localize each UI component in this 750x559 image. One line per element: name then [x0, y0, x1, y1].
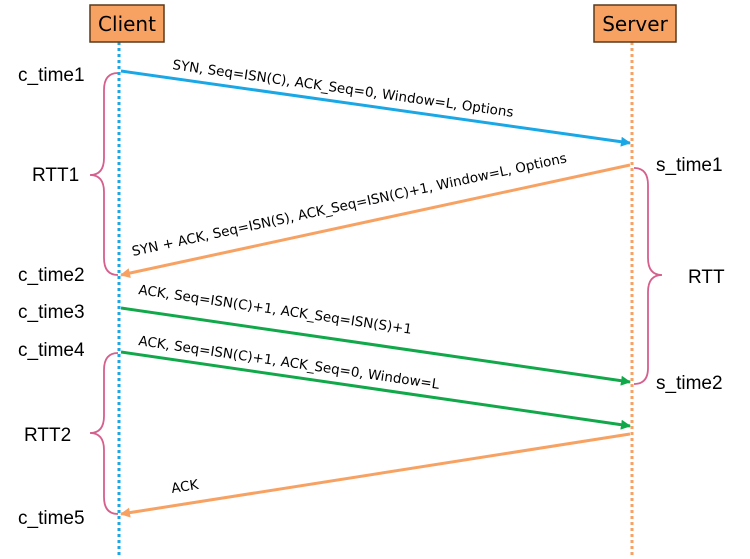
synack-arrow: [120, 163, 631, 278]
server-label: Server: [602, 12, 668, 36]
rtt1-brace: [89, 72, 119, 276]
ack2-arrow: [120, 350, 631, 430]
server-box: Server: [593, 4, 677, 43]
syn-label: SYN, Seq=ISN(C), ACK_Seq=0, Window=L, Op…: [171, 57, 514, 121]
syn-arrow: [120, 69, 631, 147]
ack1-arrow: [120, 306, 631, 386]
rtt2-label: RTT2: [24, 425, 71, 446]
rtt-brace: [633, 167, 663, 385]
synack-label: SYN + ACK, Seq=ISN(S), ACK_Seq=ISN(C)+1,…: [130, 150, 568, 260]
c-time4-label: c_time4: [18, 340, 85, 361]
ack2-label: ACK, Seq=ISN(C)+1, ACK_Seq=0, Window=L: [137, 333, 440, 393]
c-time1-label: c_time1: [18, 65, 85, 86]
ack3-arrow: [120, 432, 631, 518]
rtt1-label: RTT1: [32, 165, 79, 186]
ack3-label: ACK: [170, 477, 201, 497]
rtt2-brace: [89, 352, 119, 515]
c-time5-label: c_time5: [18, 508, 85, 529]
c-time2-label: c_time2: [18, 265, 85, 286]
s-time2-label: s_time2: [656, 373, 723, 394]
client-label: Client: [98, 12, 156, 36]
client-box: Client: [89, 4, 165, 43]
c-time3-label: c_time3: [18, 302, 85, 323]
rtt-label: RTT: [688, 267, 725, 288]
s-time1-label: s_time1: [656, 155, 723, 176]
